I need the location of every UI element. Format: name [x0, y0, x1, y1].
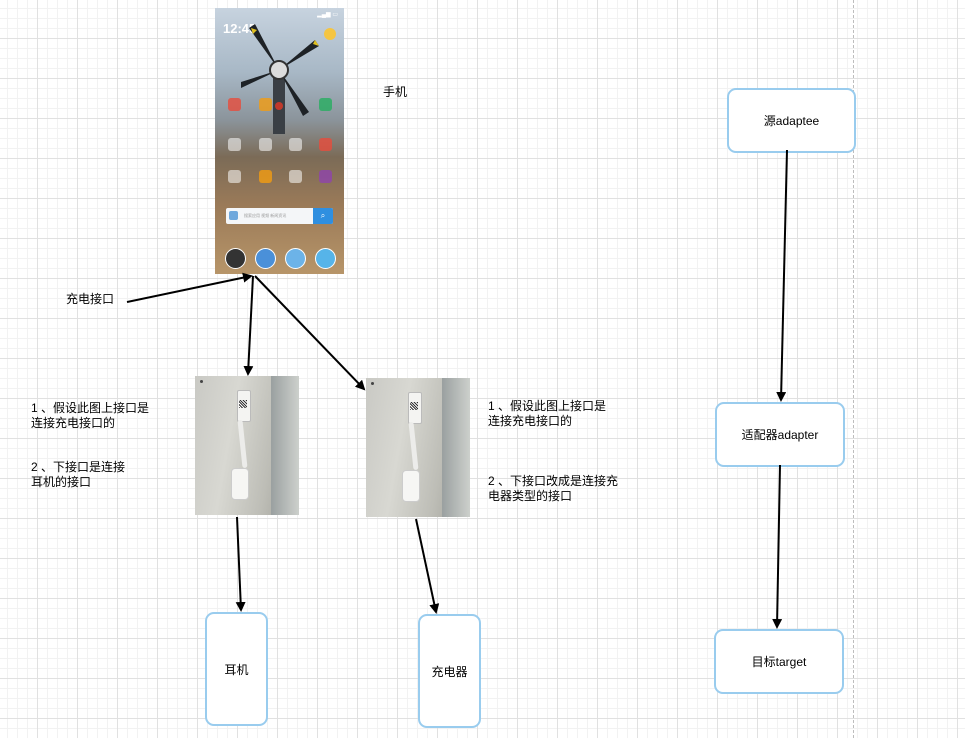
app-icon: [259, 170, 272, 183]
right-note-line-4: 电器类型的接口: [488, 489, 573, 503]
charger-box[interactable]: 充电器: [418, 614, 481, 728]
charger-jack-image: [402, 470, 420, 502]
left-note-line-1: 1 、假设此图上接口是: [31, 401, 150, 415]
app-icon: [319, 170, 332, 183]
target-box[interactable]: 目标target: [714, 629, 844, 694]
app-icon: [289, 138, 302, 151]
page-boundary-line: [853, 0, 854, 738]
right-note-line-1: 1 、假设此图上接口是: [488, 399, 607, 413]
adaptee-box[interactable]: 源adaptee: [727, 88, 856, 153]
app-icon: [228, 170, 241, 183]
app-icon: [228, 138, 241, 151]
photo-background: [442, 378, 470, 517]
arrow-label-to-port: [126, 272, 253, 303]
charger-adapter-photo: [366, 378, 470, 517]
arrow-right-photo-to-charger: [415, 518, 440, 614]
left-note-line-3: 2 、下接口是连接: [31, 460, 126, 474]
app-icon: [319, 138, 332, 151]
dock-browser-icon: [315, 248, 336, 269]
arrow-adapter-to-target: [772, 464, 783, 629]
app-icon: [259, 98, 272, 111]
right-note-line-3: 2 、下接口改成是连接充: [488, 474, 619, 488]
arrow-left-photo-to-earphone: [235, 516, 246, 612]
airplane-propeller-image: [241, 24, 319, 134]
left-note-line-2: 连接充电接口的: [31, 416, 116, 430]
arrow-port-to-left-photo: [243, 275, 254, 376]
arrow-port-to-right-photo: [254, 275, 366, 391]
audio-jack-image: [231, 468, 249, 500]
photo-background: [271, 376, 299, 515]
app-icon: [228, 98, 241, 111]
camera-icon: [229, 211, 238, 220]
weather-sun-icon: [324, 28, 336, 40]
charging-port-label: 充电接口: [66, 292, 115, 306]
app-icon: [289, 170, 302, 183]
search-icon: ⌕: [313, 208, 333, 224]
app-icon: [259, 138, 272, 151]
dock-contacts-icon: [255, 248, 276, 269]
status-bar-icons: ▂▄▆ ▭: [317, 12, 338, 18]
earphone-adapter-photo: [195, 376, 299, 515]
dock-camera-icon: [225, 248, 246, 269]
earphone-box[interactable]: 耳机: [205, 612, 268, 726]
phone-screenshot: ▂▄▆ ▭ 12:45 搜索应用 视频 新闻资讯 ⌕: [215, 8, 344, 274]
app-icon: [319, 98, 332, 111]
dock-messages-icon: [285, 248, 306, 269]
phone-search-bar: 搜索应用 视频 新闻资讯 ⌕: [226, 208, 333, 224]
arrow-adaptee-to-adapter: [776, 149, 788, 402]
right-note-line-2: 连接充电接口的: [488, 414, 573, 428]
phone-label: 手机: [383, 85, 408, 99]
left-note-line-4: 耳机的接口: [31, 475, 92, 489]
phone-clock: 12:45: [223, 21, 257, 36]
search-placeholder: 搜索应用 视频 新闻资讯: [244, 213, 287, 218]
